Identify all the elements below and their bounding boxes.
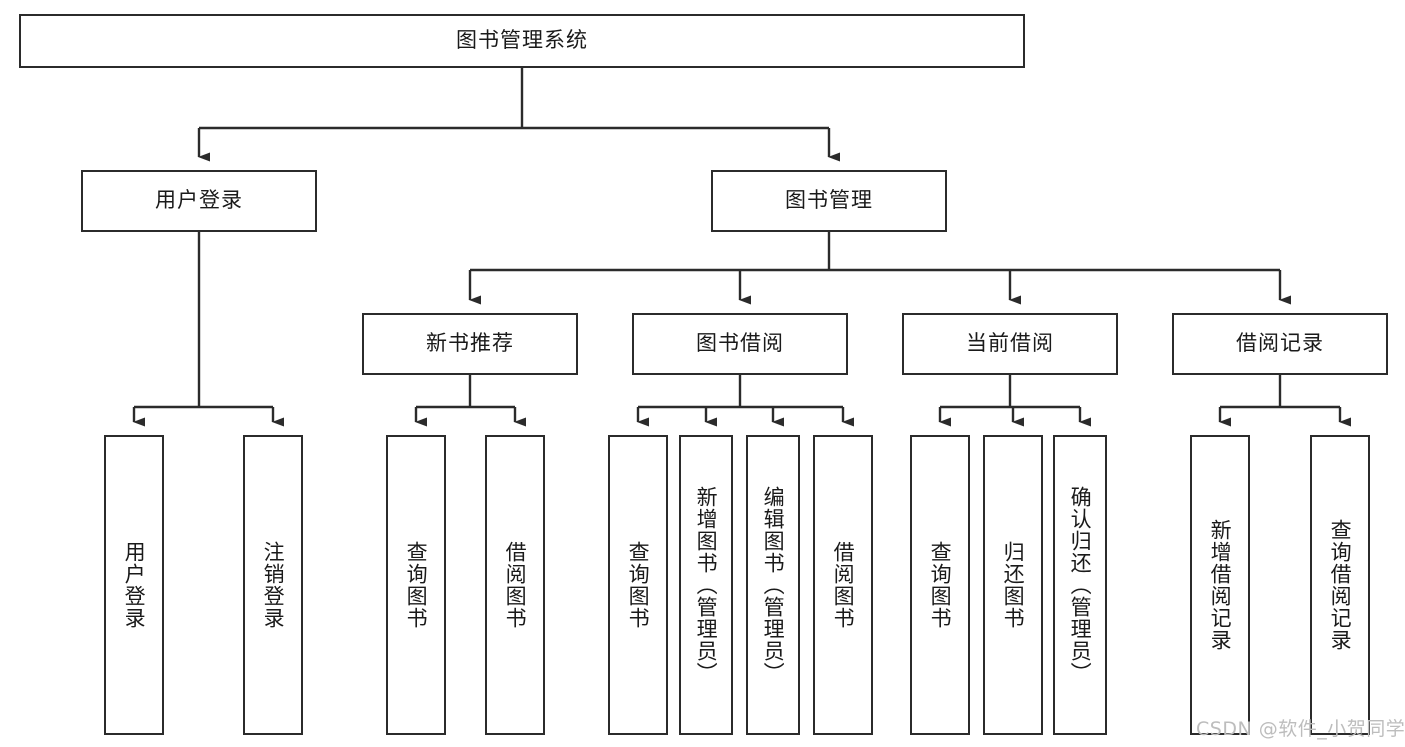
node-label: 查询图书 <box>928 541 953 629</box>
node-label: 注销登录 <box>261 541 286 629</box>
node-label: 新增图书（管理员） <box>694 486 719 684</box>
node-label: 用户登录 <box>155 188 243 213</box>
node-label: 用户登录 <box>122 541 147 629</box>
node-label: 新书推荐 <box>426 331 514 356</box>
node-leaf-add-book[interactable]: 新增图书（管理员） <box>679 435 733 735</box>
node-label: 查询图书 <box>404 541 429 629</box>
node-label: 当前借阅 <box>966 331 1054 356</box>
node-leaf-confirm-return[interactable]: 确认归还（管理员） <box>1053 435 1107 735</box>
node-book-manage[interactable]: 图书管理 <box>711 170 947 232</box>
node-label: 图书管理系统 <box>456 28 588 53</box>
node-label: 借阅图书 <box>831 541 856 629</box>
node-leaf-query-book-cur[interactable]: 查询图书 <box>910 435 970 735</box>
node-label: 查询图书 <box>626 541 651 629</box>
node-label: 图书管理 <box>785 188 873 213</box>
node-leaf-edit-book[interactable]: 编辑图书（管理员） <box>746 435 800 735</box>
node-label: 归还图书 <box>1001 541 1026 629</box>
node-label: 确认归还（管理员） <box>1068 486 1093 684</box>
node-label: 编辑图书（管理员） <box>761 486 786 684</box>
node-label: 查询借阅记录 <box>1328 519 1353 651</box>
node-user-login[interactable]: 用户登录 <box>81 170 317 232</box>
csdn-watermark: CSDN @软件_小贺同学 <box>1196 718 1405 740</box>
node-current-borrow[interactable]: 当前借阅 <box>902 313 1118 375</box>
node-book-borrow[interactable]: 图书借阅 <box>632 313 848 375</box>
node-leaf-user-logout[interactable]: 注销登录 <box>243 435 303 735</box>
node-leaf-return-book[interactable]: 归还图书 <box>983 435 1043 735</box>
node-leaf-user-login[interactable]: 用户登录 <box>104 435 164 735</box>
node-label: 借阅图书 <box>503 541 528 629</box>
node-root[interactable]: 图书管理系统 <box>19 14 1025 68</box>
node-leaf-query-book-rec[interactable]: 查询图书 <box>386 435 446 735</box>
node-leaf-add-record[interactable]: 新增借阅记录 <box>1190 435 1250 735</box>
node-leaf-query-book-borrow[interactable]: 查询图书 <box>608 435 668 735</box>
node-leaf-borrow-book-rec[interactable]: 借阅图书 <box>485 435 545 735</box>
node-borrow-record[interactable]: 借阅记录 <box>1172 313 1388 375</box>
node-label: 新增借阅记录 <box>1208 519 1233 651</box>
node-label: 图书借阅 <box>696 331 784 356</box>
node-leaf-query-record[interactable]: 查询借阅记录 <box>1310 435 1370 735</box>
node-new-book-recommend[interactable]: 新书推荐 <box>362 313 578 375</box>
node-leaf-borrow-book[interactable]: 借阅图书 <box>813 435 873 735</box>
node-label: 借阅记录 <box>1236 331 1324 356</box>
